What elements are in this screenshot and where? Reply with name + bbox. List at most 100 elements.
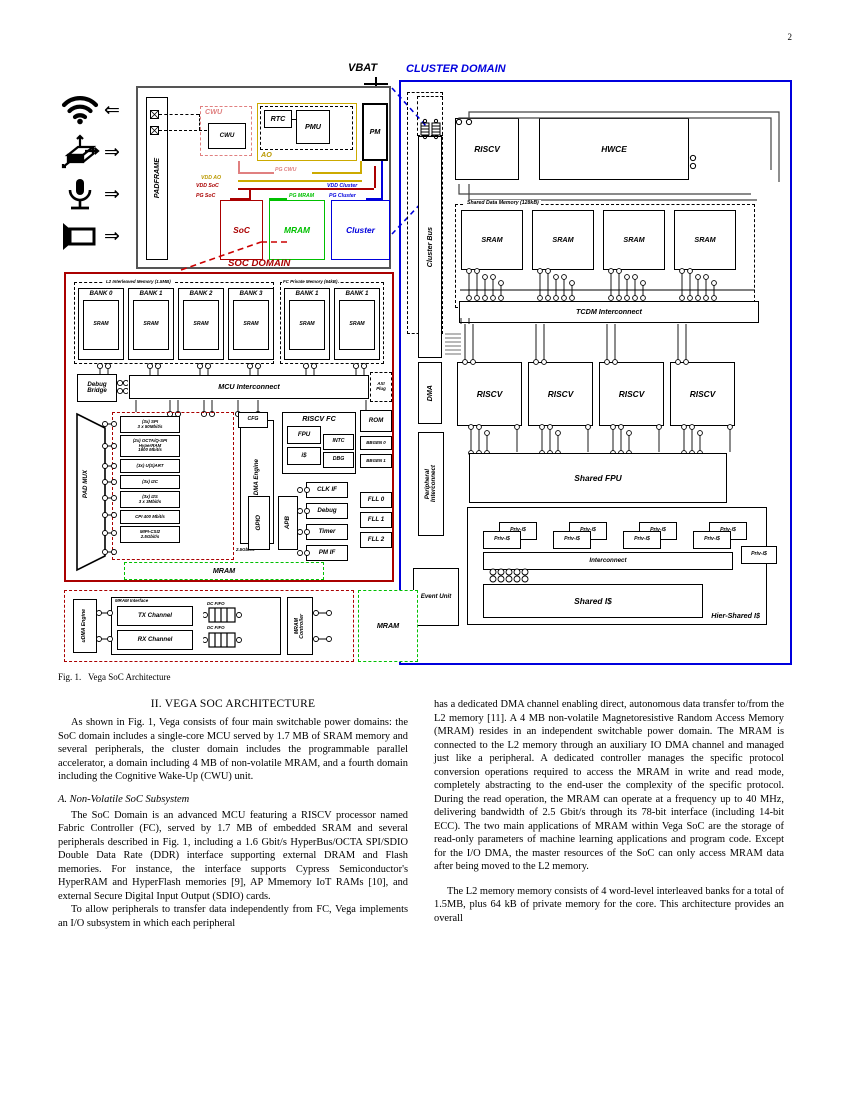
apb-debug-block: Debug xyxy=(306,503,348,519)
pg-soc-wire xyxy=(249,188,252,200)
cluster-core-block: RISCV xyxy=(670,362,735,426)
udma-connect-wires xyxy=(96,610,113,642)
l2-bank-block: BANK 2 SRAM xyxy=(178,288,224,360)
io-row-accelerometer: ⇒ xyxy=(58,134,130,170)
mcu-interconnect-top-wires xyxy=(96,362,368,378)
debug-bridge-wires xyxy=(116,379,128,395)
mram-domain-block[interactable]: MRAM xyxy=(269,200,325,260)
l2-bank-block: BANK 3 SRAM xyxy=(228,288,274,360)
icache-block: i$ xyxy=(287,447,321,465)
peripheral-octaspi-block: (2x) OCTA/Q-SPI HyperRAM 1600 Mbit/s xyxy=(120,435,180,457)
pmu-block: PMU xyxy=(296,110,330,144)
tcdm-wires xyxy=(460,268,755,301)
l2-bank-sram: SRAM xyxy=(133,299,169,350)
padframe-block: PADFRAME xyxy=(146,97,168,260)
peripheral-i2c-block: (3x) I2C xyxy=(120,475,180,489)
figure-caption-text: Vega SoC Architecture xyxy=(88,672,171,682)
cluster-domain-block[interactable]: Cluster xyxy=(331,200,390,260)
peripheral-spi-block: (3x) SPI 3 x 50Mbit/s xyxy=(120,416,180,433)
shared-fpu-block: Shared FPU xyxy=(469,453,727,503)
core-top-wires xyxy=(445,318,689,365)
debug-bridge-block: Debug Bridge xyxy=(77,374,117,402)
cluster-core-block: RISCV xyxy=(528,362,593,426)
cluster-sram-block: SRAM xyxy=(461,210,523,270)
section-heading: II. VEGA SOC ARCHITECTURE xyxy=(150,698,316,710)
cluster-domain-panel: Cluster Bus RISCV HWCE xyxy=(399,80,792,665)
peripheral-mipi-block: MIPI-CSI2 2.5Gbit/s xyxy=(120,526,180,543)
mram-bar-block: MRAM xyxy=(124,562,324,580)
axi-plug-block: AXI Plug xyxy=(370,372,392,402)
cluster-sram-block: SRAM xyxy=(603,210,665,270)
paragraph-2: The SoC Domain is an advanced MCU featur… xyxy=(58,809,408,902)
pad-cwu-wire xyxy=(199,114,200,130)
vbat-label: VBAT xyxy=(348,62,378,74)
dbg-block: DBG xyxy=(323,452,354,468)
chip-top-level: PADFRAME CWU CWU AO RTC PMU xyxy=(136,86,391,269)
camera-icon xyxy=(63,223,96,250)
figure-caption-prefix: Fig. 1. xyxy=(58,672,82,682)
arrow-left-icon: ⇐ xyxy=(104,99,120,121)
vdd-cluster-rail xyxy=(381,161,384,201)
cluster-domain-title: CLUSTER DOMAIN xyxy=(406,63,506,75)
wifi-icon xyxy=(61,96,99,125)
dc-fifo-glyphs xyxy=(203,607,242,648)
arrow-right-icon: ⇒ xyxy=(104,141,120,163)
text-column-left: II. VEGA SOC ARCHITECTURE As shown in Fi… xyxy=(58,698,408,930)
l2-memory-label: L2 Interleaved Memory (1.5MB) xyxy=(104,279,173,284)
cluster-bus-block: Cluster Bus xyxy=(418,136,442,358)
paragraph-4: has a dedicated DMA channel enabling dir… xyxy=(434,699,784,873)
mram-macro-block: MRAM xyxy=(358,590,418,662)
subsection-a-heading: A. Non-Volatile SoC Subsystem xyxy=(58,793,190,805)
l2-bank-block: BANK 0 SRAM xyxy=(78,288,124,360)
io-peripherals-group xyxy=(112,412,234,560)
icache-coil-wires xyxy=(489,568,529,583)
l2-bank-sram: SRAM xyxy=(83,299,119,350)
shared-data-memory-label: Shared Data Memory (128kB) xyxy=(465,200,541,206)
cwu-block: CWU xyxy=(208,123,246,149)
pg-cwu-wire xyxy=(238,161,240,172)
page-number: 2 xyxy=(787,32,793,42)
pad-square xyxy=(150,110,159,119)
pm-if-block: PM IF xyxy=(306,545,348,561)
fc-bank-block: BANK 1 SRAM xyxy=(334,288,380,360)
shared-icache-block: Shared I$ xyxy=(483,584,703,618)
rx-channel-block: RX Channel xyxy=(117,630,193,650)
figure-vega-soc-architecture: ⇐ ⇒ ⇒ ⇒ VBAT CLUSTER DOMAIN xyxy=(58,62,792,665)
l2-bank-sram: SRAM xyxy=(183,299,219,350)
vdd-ao-rail xyxy=(360,161,362,174)
io-dma-rate-label: 2.5Gbit/s xyxy=(236,547,255,552)
soc-domain-panel: L2 Interleaved Memory (1.5MB) BANK 0 SRA… xyxy=(64,272,394,582)
intc-block: INTC xyxy=(323,434,354,450)
icache-interconnect-block: Interconnect xyxy=(483,552,733,570)
cluster-core-block: RISCV xyxy=(457,362,522,426)
io-row-wifi: ⇐ xyxy=(58,92,130,128)
vdd-ao-rail xyxy=(312,172,362,174)
figure-caption: Fig. 1. Vega SoC Architecture xyxy=(58,672,171,682)
fll0-block: FLL 0 xyxy=(360,492,392,508)
io-row-camera: ⇒ xyxy=(58,218,130,254)
pad-square xyxy=(150,126,159,135)
priv-icache-block: Priv-i$ xyxy=(553,531,591,549)
cluster-top-wires xyxy=(455,111,780,201)
pg-cluster-label: PG Cluster xyxy=(329,193,356,199)
accelerometer-icon xyxy=(61,134,100,169)
tx-channel-block: TX Channel xyxy=(117,606,193,626)
priv-icache-block: Priv-i$ xyxy=(693,531,731,549)
pg-mram-label: PG MRAM xyxy=(289,193,315,199)
vbat-terminal xyxy=(364,83,388,86)
pad-mux-shape xyxy=(76,412,106,572)
rtc-block: RTC xyxy=(264,110,292,128)
microphone-icon xyxy=(68,179,92,210)
bbgen0-block: BBGEN 0 xyxy=(360,436,392,450)
paragraph-1: As shown in Fig. 1, Vega consists of fou… xyxy=(58,717,408,783)
bus-transformer-icon xyxy=(420,118,441,140)
arrow-right-icon: ⇒ xyxy=(104,183,120,205)
event-unit-block: Event Unit xyxy=(413,568,459,626)
dma-block: DMA xyxy=(418,362,442,424)
pad-cwu-wire xyxy=(159,114,199,115)
pg-cwu-wire xyxy=(238,172,274,174)
cluster-sram-block: SRAM xyxy=(674,210,736,270)
text-column-right: has a dedicated DMA channel enabling dir… xyxy=(434,698,784,925)
soc-domain-block[interactable]: SoC xyxy=(220,200,263,260)
peripheral-uart-block: (3x) U(S)ART xyxy=(120,459,180,473)
